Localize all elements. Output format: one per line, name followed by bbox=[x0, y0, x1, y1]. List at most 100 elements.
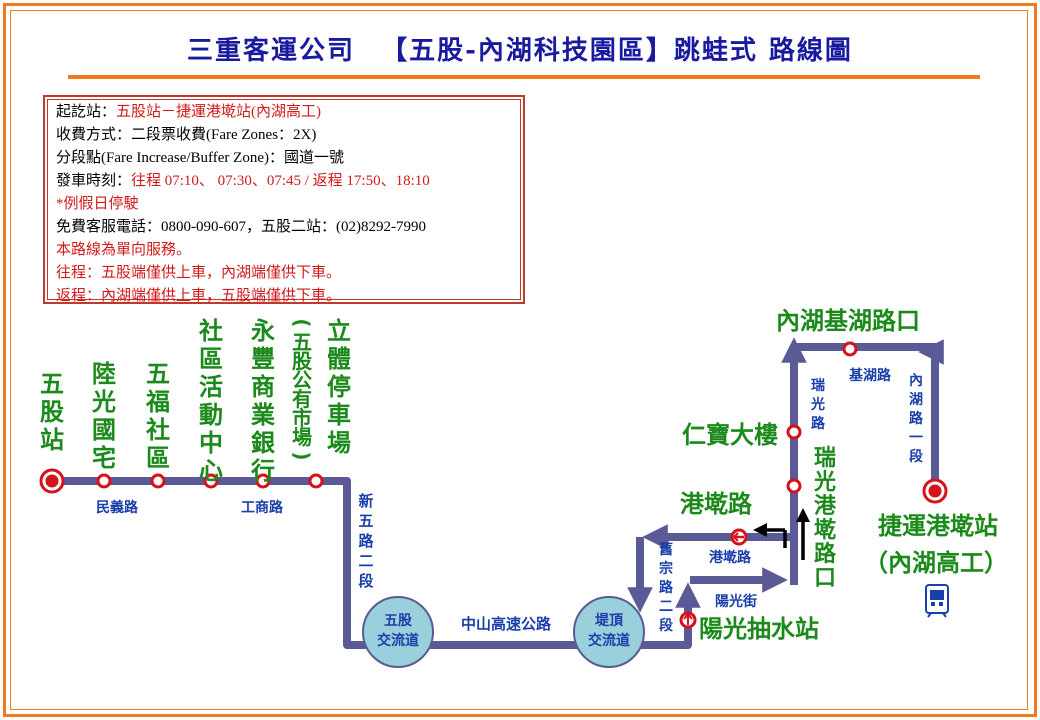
svg-text:光: 光 bbox=[91, 388, 116, 416]
svg-text:銀: 銀 bbox=[251, 429, 275, 457]
svg-text:社: 社 bbox=[146, 416, 170, 444]
road-label-gongshang: 工商路 bbox=[241, 499, 284, 516]
svg-text:二: 二 bbox=[358, 552, 373, 570]
stop-label-renbao: 仁寶大樓 bbox=[682, 421, 778, 449]
road-label-minyi: 民義路 bbox=[96, 499, 139, 516]
info-return: 返程：內湖端僅供上車，五股端僅供下車。 bbox=[56, 288, 342, 304]
svg-text:股: 股 bbox=[40, 398, 64, 426]
svg-text:路: 路 bbox=[659, 579, 674, 596]
svg-text:動: 動 bbox=[199, 401, 223, 429]
road-label-highway: 中山高速公路 bbox=[461, 615, 552, 633]
svg-text:宗: 宗 bbox=[659, 560, 673, 577]
svg-text:光: 光 bbox=[813, 470, 836, 495]
svg-text:豐: 豐 bbox=[251, 345, 275, 373]
info-fare: 收費方式：二段票收費(Fare Zones：2X) bbox=[56, 127, 317, 143]
page-frame-inner bbox=[10, 10, 1028, 710]
svg-text:): ) bbox=[290, 451, 314, 460]
svg-text:活: 活 bbox=[199, 373, 223, 401]
info-holiday: *例假日停駛 bbox=[56, 196, 139, 212]
interchange-wugu-label: 五股交流道 bbox=[377, 613, 419, 649]
svg-text:(: ( bbox=[290, 318, 314, 327]
svg-text:公: 公 bbox=[292, 368, 312, 392]
stop-label-mrt-sub: （內湖高工） bbox=[864, 549, 1008, 577]
svg-text:區: 區 bbox=[199, 345, 223, 373]
direction-arrow-icon bbox=[679, 611, 697, 629]
stop-markers bbox=[39, 341, 948, 504]
info-outbound: 往程：五股端僅供上車，內湖端僅供下車。 bbox=[56, 265, 342, 281]
svg-text:口: 口 bbox=[814, 566, 836, 591]
svg-text:段: 段 bbox=[659, 617, 673, 634]
road-label-yangguang: 陽光街 bbox=[715, 593, 757, 610]
title-route: 【五股-內湖科技園區】跳蛙式 bbox=[381, 36, 758, 66]
svg-text:區: 區 bbox=[146, 444, 170, 472]
svg-text:瑞: 瑞 bbox=[814, 446, 836, 471]
stop-label-gangqian: 港墘路 bbox=[680, 490, 753, 518]
svg-text:商: 商 bbox=[251, 373, 275, 401]
route-info-box: 起訖站：五股站－捷運港墘站(內湖高工) 收費方式：二段票收費(Fare Zone… bbox=[43, 95, 525, 304]
svg-text:有: 有 bbox=[292, 387, 312, 411]
road-label-jihu: 基湖路 bbox=[849, 367, 892, 384]
stop-marker-luguang bbox=[96, 473, 112, 489]
stop-label-mrt: 捷運港墘站 bbox=[878, 512, 998, 540]
page-title: 三重客運公司【五股-內湖科技園區】跳蛙式 路線圖 bbox=[0, 30, 1040, 67]
svg-text:國: 國 bbox=[92, 416, 116, 444]
svg-text:墘: 墘 bbox=[814, 517, 836, 543]
stop-marker-yongfeng bbox=[255, 473, 271, 489]
svg-text:業: 業 bbox=[251, 401, 275, 429]
svg-text:五: 五 bbox=[146, 360, 170, 388]
svg-text:五: 五 bbox=[292, 330, 312, 354]
stop-marker-ruiguang bbox=[786, 478, 802, 494]
svg-text:站: 站 bbox=[40, 426, 64, 454]
svg-text:湖: 湖 bbox=[909, 392, 923, 408]
no-entry-icon bbox=[730, 528, 748, 546]
stop-label-yangguang-pump: 陽光抽水站 bbox=[699, 615, 819, 643]
stop-marker-renbao bbox=[786, 424, 802, 440]
road-label-gangqian: 港墘路 bbox=[709, 549, 752, 566]
svg-text:永: 永 bbox=[251, 317, 275, 345]
stop-label-wugu: 五股站 bbox=[40, 370, 64, 454]
svg-text:一: 一 bbox=[909, 430, 923, 446]
info-schedule: 發車時刻：往程 07:10、 07:30、07:45 / 返程 17:50、18… bbox=[56, 173, 430, 189]
metro-train-icon bbox=[925, 584, 949, 618]
road-label-ruiguang: 瑞光路 bbox=[810, 377, 826, 432]
svg-text:立: 立 bbox=[327, 317, 351, 345]
svg-text:體: 體 bbox=[327, 345, 351, 373]
svg-text:福: 福 bbox=[145, 388, 170, 416]
svg-text:宅: 宅 bbox=[92, 444, 116, 472]
stop-marker-jihu bbox=[842, 341, 858, 357]
svg-text:陸: 陸 bbox=[92, 360, 116, 388]
svg-text:場: 場 bbox=[292, 425, 312, 449]
svg-text:路: 路 bbox=[814, 541, 837, 567]
title-underline bbox=[68, 75, 980, 79]
svg-text:段: 段 bbox=[358, 572, 373, 590]
svg-text:五: 五 bbox=[358, 512, 373, 530]
stop-marker-liti bbox=[308, 473, 324, 489]
svg-text:市: 市 bbox=[292, 406, 312, 430]
route-line bbox=[52, 343, 939, 649]
svg-text:舊: 舊 bbox=[659, 541, 673, 558]
interchange-wugu: 五股交流道 bbox=[362, 596, 434, 668]
svg-text:段: 段 bbox=[909, 448, 923, 465]
svg-text:心: 心 bbox=[199, 457, 223, 485]
svg-text:五: 五 bbox=[40, 370, 64, 398]
svg-text:路: 路 bbox=[811, 415, 826, 432]
svg-text:內: 內 bbox=[909, 373, 923, 389]
title-suffix: 路線圖 bbox=[768, 36, 853, 66]
info-buffer: 分段點(Fare Increase/Buffer Zone)：國道一號 bbox=[56, 150, 344, 166]
svg-text:光: 光 bbox=[810, 396, 825, 413]
svg-text:港: 港 bbox=[814, 494, 837, 519]
vertical-labels: 五股站陸光國宅五福社區社區活動中心永豐商業銀行(五股公有市場)立體停車場瑞光港墘… bbox=[40, 317, 924, 634]
svg-text:瑞: 瑞 bbox=[811, 377, 825, 394]
svg-text:場: 場 bbox=[327, 429, 351, 457]
stop-label-jihu: 內湖基湖路口 bbox=[776, 307, 920, 335]
